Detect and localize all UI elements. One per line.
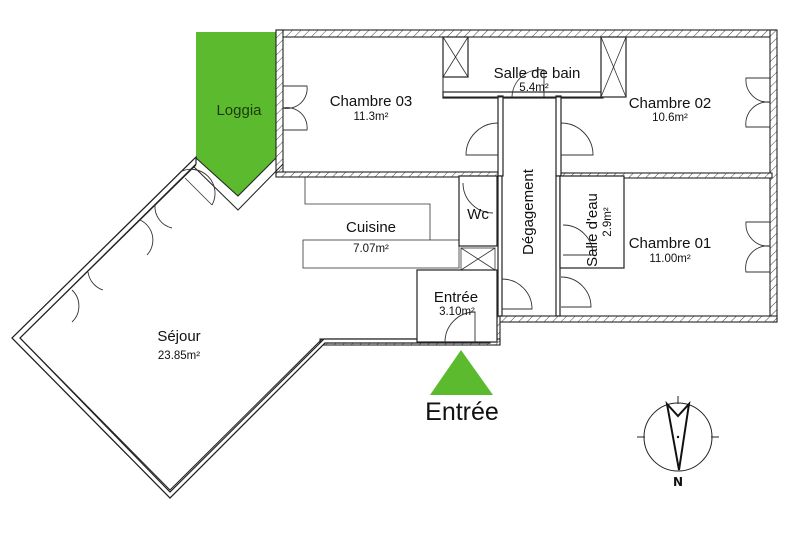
room-loggia: Loggia xyxy=(196,32,276,196)
room-salle-deau: Salle d'eau 2.9m² xyxy=(559,175,625,308)
entry-marker: Entrée xyxy=(425,350,499,426)
room-area-salle-de-bain: 5.4m² xyxy=(519,82,549,94)
room-entree: Entrée 3.10m² xyxy=(416,269,498,343)
room-name-salle-deau: Salle d'eau xyxy=(584,193,601,267)
compass: N xyxy=(637,396,719,489)
room-area-cuisine: 7.07m² xyxy=(353,243,389,255)
room-sejour: Séjour 23.85m² xyxy=(11,155,491,499)
room-degagement: Dégagement xyxy=(465,122,537,310)
room-chambre-01: Chambre 01 11.00m² xyxy=(629,221,771,273)
north-arrow-icon xyxy=(637,396,719,472)
room-area-entree: 3.10m² xyxy=(439,306,475,318)
triangle-up-icon xyxy=(430,350,493,395)
room-area-chambre-03: 11.3m² xyxy=(354,111,389,123)
room-name-loggia: Loggia xyxy=(216,102,262,119)
entry-label: Entrée xyxy=(425,398,499,426)
room-name-wc: Wc xyxy=(467,206,489,223)
room-name-chambre-03: Chambre 03 xyxy=(330,93,413,110)
compass-label: N xyxy=(673,475,683,489)
room-name-cuisine: Cuisine xyxy=(346,219,396,236)
room-area-salle-deau: 2.9m² xyxy=(602,207,614,237)
room-area-chambre-02: 10.6m² xyxy=(652,112,688,124)
room-name-degagement: Dégagement xyxy=(520,168,537,255)
room-area-sejour: 23.85m² xyxy=(158,350,200,362)
room-name-chambre-01: Chambre 01 xyxy=(629,235,712,252)
room-name-sejour: Séjour xyxy=(157,328,200,345)
room-cuisine: Cuisine 7.07m² xyxy=(302,177,460,269)
room-chambre-03: Chambre 03 11.3m² xyxy=(282,36,469,131)
room-salle-de-bain: Salle de bain 5.4m² xyxy=(442,36,627,98)
loggia-fill xyxy=(196,32,276,196)
room-area-chambre-01: 11.00m² xyxy=(649,253,691,265)
loggia-walls xyxy=(189,157,284,211)
room-name-chambre-02: Chambre 02 xyxy=(629,95,712,112)
room-name-salle-de-bain: Salle de bain xyxy=(494,65,581,82)
room-name-entree: Entrée xyxy=(434,289,478,306)
room-chambre-02: Chambre 02 10.6m² xyxy=(560,77,771,156)
room-wc: Wc xyxy=(458,175,498,271)
